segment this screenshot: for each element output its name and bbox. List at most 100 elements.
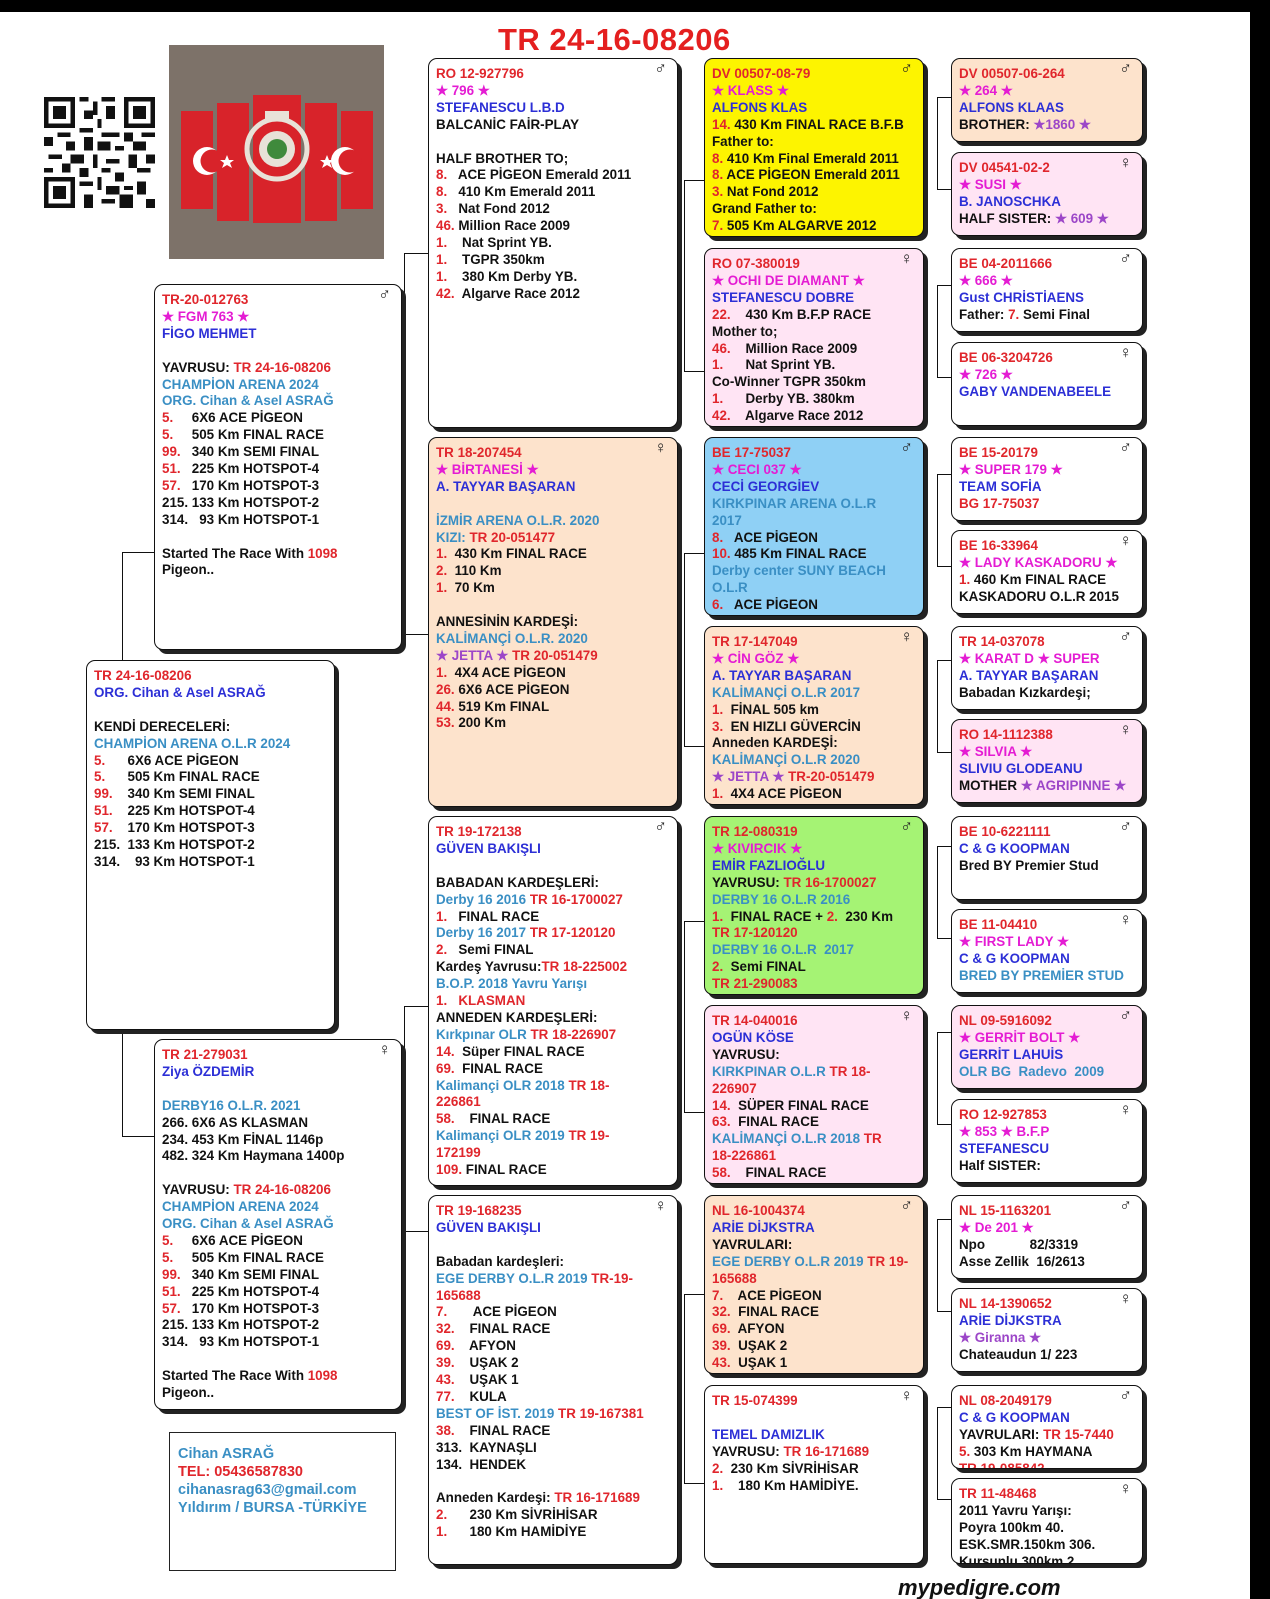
sire-dam-card[interactable]: ♀TR 18-207454★ BİRTANESİ ★A. TAYYAR BAŞA…	[428, 437, 678, 807]
card-text: AFYON	[455, 1338, 516, 1353]
card-line: 1. 4X4 ACE PİGEON	[712, 786, 916, 803]
ancestor-card-4[interactable]: ♀BE 06-3204726★ 726 ★GABY VANDENABEELE	[951, 342, 1143, 426]
card-line: 6. ACE PİGEON	[712, 597, 916, 614]
card-line	[436, 1473, 670, 1490]
card-line: SLIVIU GLODEANU	[959, 761, 1135, 778]
card-line	[162, 1081, 394, 1098]
card-text: 505 Km FINAL RACE	[173, 1250, 324, 1265]
card-line: ★ LADY KASKADORU ★	[959, 555, 1135, 572]
card-line: CHAMPİON ARENA O.L.R 2024	[94, 736, 327, 753]
card-text: BE 16-33964	[959, 538, 1038, 553]
connector-line	[684, 553, 704, 747]
card-text: ★ GERRİT BOLT ★	[959, 1030, 1080, 1045]
card-text: BG 17-75037	[959, 496, 1039, 511]
card-text: KULA	[455, 1389, 507, 1404]
card-text: 32.	[712, 1304, 731, 1319]
card-line: Pigeon..	[162, 1385, 394, 1402]
card-text: KALİMANÇİ O.L.R 2017	[712, 685, 860, 700]
ancestor-card-11[interactable]: ♂NL 09-5916092★ GERRİT BOLT ★GERRİT LAHU…	[951, 1005, 1143, 1089]
website-footer[interactable]: mypedigre.com	[898, 1575, 1061, 1599]
card-text: 6X6 ACE PİGEON	[105, 753, 238, 768]
right-edge-bar	[1250, 0, 1270, 1599]
card-text: ARİE DİJKSTRA	[712, 1220, 815, 1235]
card-text: TR	[864, 1131, 882, 1146]
connector-line	[937, 1407, 951, 1500]
card-text: 6X6 ACE PİGEON	[173, 1233, 303, 1248]
qr-code-icon[interactable]	[44, 97, 155, 208]
card-line: C & G KOOPMAN	[959, 1410, 1135, 1427]
card-line: DV 04541-02-2	[959, 160, 1135, 177]
card-text: Semi FINAL	[723, 959, 806, 974]
contact-phone[interactable]: TEL: 05436587830	[178, 1463, 387, 1481]
card-text: 8.	[436, 184, 447, 199]
card-line: KASKADORU O.L.R 2015	[959, 589, 1135, 606]
card-line: TR 11-48468	[959, 1486, 1135, 1503]
male-symbol-icon: ♂	[654, 819, 667, 836]
card-text: Started The Race With	[162, 546, 308, 561]
card-line: TEMEL DAMIZLIK	[712, 1427, 916, 1444]
card-text: 6.	[712, 597, 723, 612]
card-text: UŞAK 1	[731, 1355, 788, 1370]
card-line: ★ De 201 ★	[959, 1220, 1135, 1237]
card-text: Asse Zellik 16/2613	[959, 1254, 1085, 1269]
card-line: 226907	[712, 1081, 916, 1098]
sire-sire-dam-card[interactable]: ♀RO 07-380019★ OCHI DE DIAMANT ★STEFANES…	[704, 248, 924, 427]
card-text: FINAL RACE	[455, 1061, 543, 1076]
card-text: RO 07-380019	[712, 256, 800, 271]
contact-email[interactable]: cihanasrag63@gmail.com	[178, 1481, 387, 1499]
card-text: NL 16-1004374	[712, 1203, 805, 1218]
card-text: TR-20-012763	[162, 292, 248, 307]
card-text: TR 16-1700027	[530, 892, 623, 907]
card-text: TR 19-168235	[436, 1203, 522, 1218]
card-line: DV 00507-08-79	[712, 66, 916, 83]
female-symbol-icon: ♀	[1119, 533, 1132, 550]
card-text: CHAMPİON ARENA O.L.R 2024	[94, 736, 290, 751]
card-text: 313. KAYNAŞLI	[436, 1440, 537, 1455]
card-line: TR-20-012763	[162, 292, 394, 309]
card-text: 6X6 ACE PİGEON	[173, 410, 303, 425]
card-line: KALİMANÇİ O.L.R 2018 TR	[712, 1131, 916, 1148]
card-text: 230 Km	[838, 909, 893, 924]
card-text: 39.	[436, 1355, 455, 1370]
card-line: GERRİT LAHUİS	[959, 1047, 1135, 1064]
card-text: RO 14-1112388	[959, 727, 1053, 742]
card-line: ANNEDEN KARDEŞLERİ:	[436, 1010, 670, 1027]
male-symbol-icon: ♂	[1119, 440, 1132, 457]
ancestor-card-6[interactable]: ♀BE 16-33964★ LADY KASKADORU ★1. 460 Km …	[951, 530, 1143, 614]
card-text: Poyra 100km 40.	[959, 1520, 1064, 1535]
card-line: ORG. Cihan & Asel ASRAĞ	[162, 1216, 394, 1233]
card-text: 215. 133 Km HOTSPOT-2	[162, 1317, 319, 1332]
card-line: 1. FİNAL 505 km	[712, 702, 916, 719]
card-line: 1. 180 Km HAMİDİYE.	[712, 1478, 916, 1495]
card-text: ★ KLASS ★	[712, 83, 789, 98]
sire-dam-dam-card[interactable]: ♀TR 17-147049★ CİN GÖZ ★A. TAYYAR BAŞARA…	[704, 626, 924, 805]
card-text: ★1860 ★	[1033, 117, 1091, 132]
card-line: ALFONS KLAS	[712, 100, 916, 117]
card-text: TR 24-16-08206	[94, 668, 192, 683]
